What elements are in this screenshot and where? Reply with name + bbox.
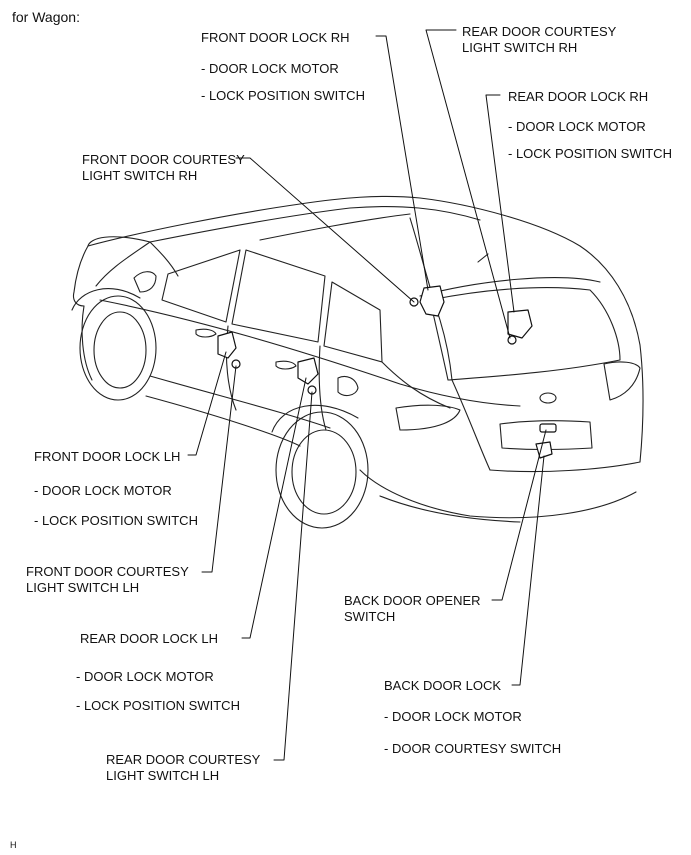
- label-rear-door-lock-rh-motor: - DOOR LOCK MOTOR: [508, 119, 646, 134]
- leader-rear-door-lock-rh: [485, 94, 515, 313]
- label-rear-door-lock-lh-switch: - LOCK POSITION SWITCH: [76, 698, 240, 713]
- label-back-door-lock: BACK DOOR LOCK: [384, 678, 502, 693]
- label-rear-door-courtesy-rh-line2: LIGHT SWITCH RH: [462, 40, 578, 55]
- leader-front-door-courtesy-lh: [201, 365, 237, 573]
- label-back-door-opener-line1: BACK DOOR OPENER: [344, 593, 481, 608]
- leader-rear-door-courtesy-rh: [425, 29, 511, 339]
- label-rear-door-courtesy-lh-line2: LIGHT SWITCH LH: [106, 768, 220, 783]
- leader-rear-door-lock-lh: [241, 377, 307, 639]
- front-door-lock-rh-part: [419, 285, 445, 317]
- label-back-door-lock-motor: - DOOR LOCK MOTOR: [384, 709, 522, 724]
- label-front-door-lock-lh-motor: - DOOR LOCK MOTOR: [34, 483, 172, 498]
- label-front-door-courtesy-rh-line2: LIGHT SWITCH RH: [82, 168, 198, 183]
- label-front-door-lock-rh: FRONT DOOR LOCK RH: [201, 30, 350, 45]
- label-rear-door-lock-rh-switch: - LOCK POSITION SWITCH: [508, 146, 672, 161]
- leader-front-door-lock-lh: [187, 351, 227, 456]
- label-rear-door-lock-rh: REAR DOOR LOCK RH: [508, 89, 649, 104]
- label-back-door-opener-line2: SWITCH: [344, 609, 396, 624]
- label-front-door-lock-lh: FRONT DOOR LOCK LH: [34, 449, 181, 464]
- page-title: for Wagon:: [12, 9, 80, 25]
- leader-lines: [187, 29, 547, 761]
- leader-front-door-courtesy-rh: [235, 157, 415, 303]
- rear-door-lock-rh-part: [507, 309, 533, 339]
- leader-rear-door-courtesy-lh: [273, 391, 313, 761]
- label-front-door-lock-rh-switch: - LOCK POSITION SWITCH: [201, 88, 365, 103]
- label-rear-door-courtesy-lh-line1: REAR DOOR COURTESY: [106, 752, 261, 767]
- label-front-door-courtesy-lh-line2: LIGHT SWITCH LH: [26, 580, 140, 595]
- back-door-opener-part: [539, 423, 557, 433]
- rear-door-lock-lh-part: [297, 357, 319, 385]
- components: [217, 285, 557, 459]
- label-front-door-lock-lh-switch: - LOCK POSITION SWITCH: [34, 513, 198, 528]
- label-rear-door-lock-lh-motor: - DOOR LOCK MOTOR: [76, 669, 214, 684]
- rear-door-courtesy-rh-part: [507, 335, 517, 345]
- car-body-outline: [71, 195, 644, 529]
- leader-front-door-lock-rh: [375, 35, 429, 291]
- label-front-door-lock-rh-motor: - DOOR LOCK MOTOR: [201, 61, 339, 76]
- label-rear-door-lock-lh: REAR DOOR LOCK LH: [80, 631, 218, 646]
- footer-code: H: [10, 840, 17, 850]
- front-door-lock-lh-part: [217, 331, 237, 359]
- label-front-door-courtesy-lh-line1: FRONT DOOR COURTESY: [26, 564, 189, 579]
- label-front-door-courtesy-rh-line1: FRONT DOOR COURTESY: [82, 152, 245, 167]
- label-back-door-lock-switch: - DOOR COURTESY SWITCH: [384, 741, 562, 756]
- leader-back-door-opener: [491, 429, 547, 601]
- leader-back-door-lock: [511, 455, 545, 686]
- label-rear-door-courtesy-rh-line1: REAR DOOR COURTESY: [462, 24, 617, 39]
